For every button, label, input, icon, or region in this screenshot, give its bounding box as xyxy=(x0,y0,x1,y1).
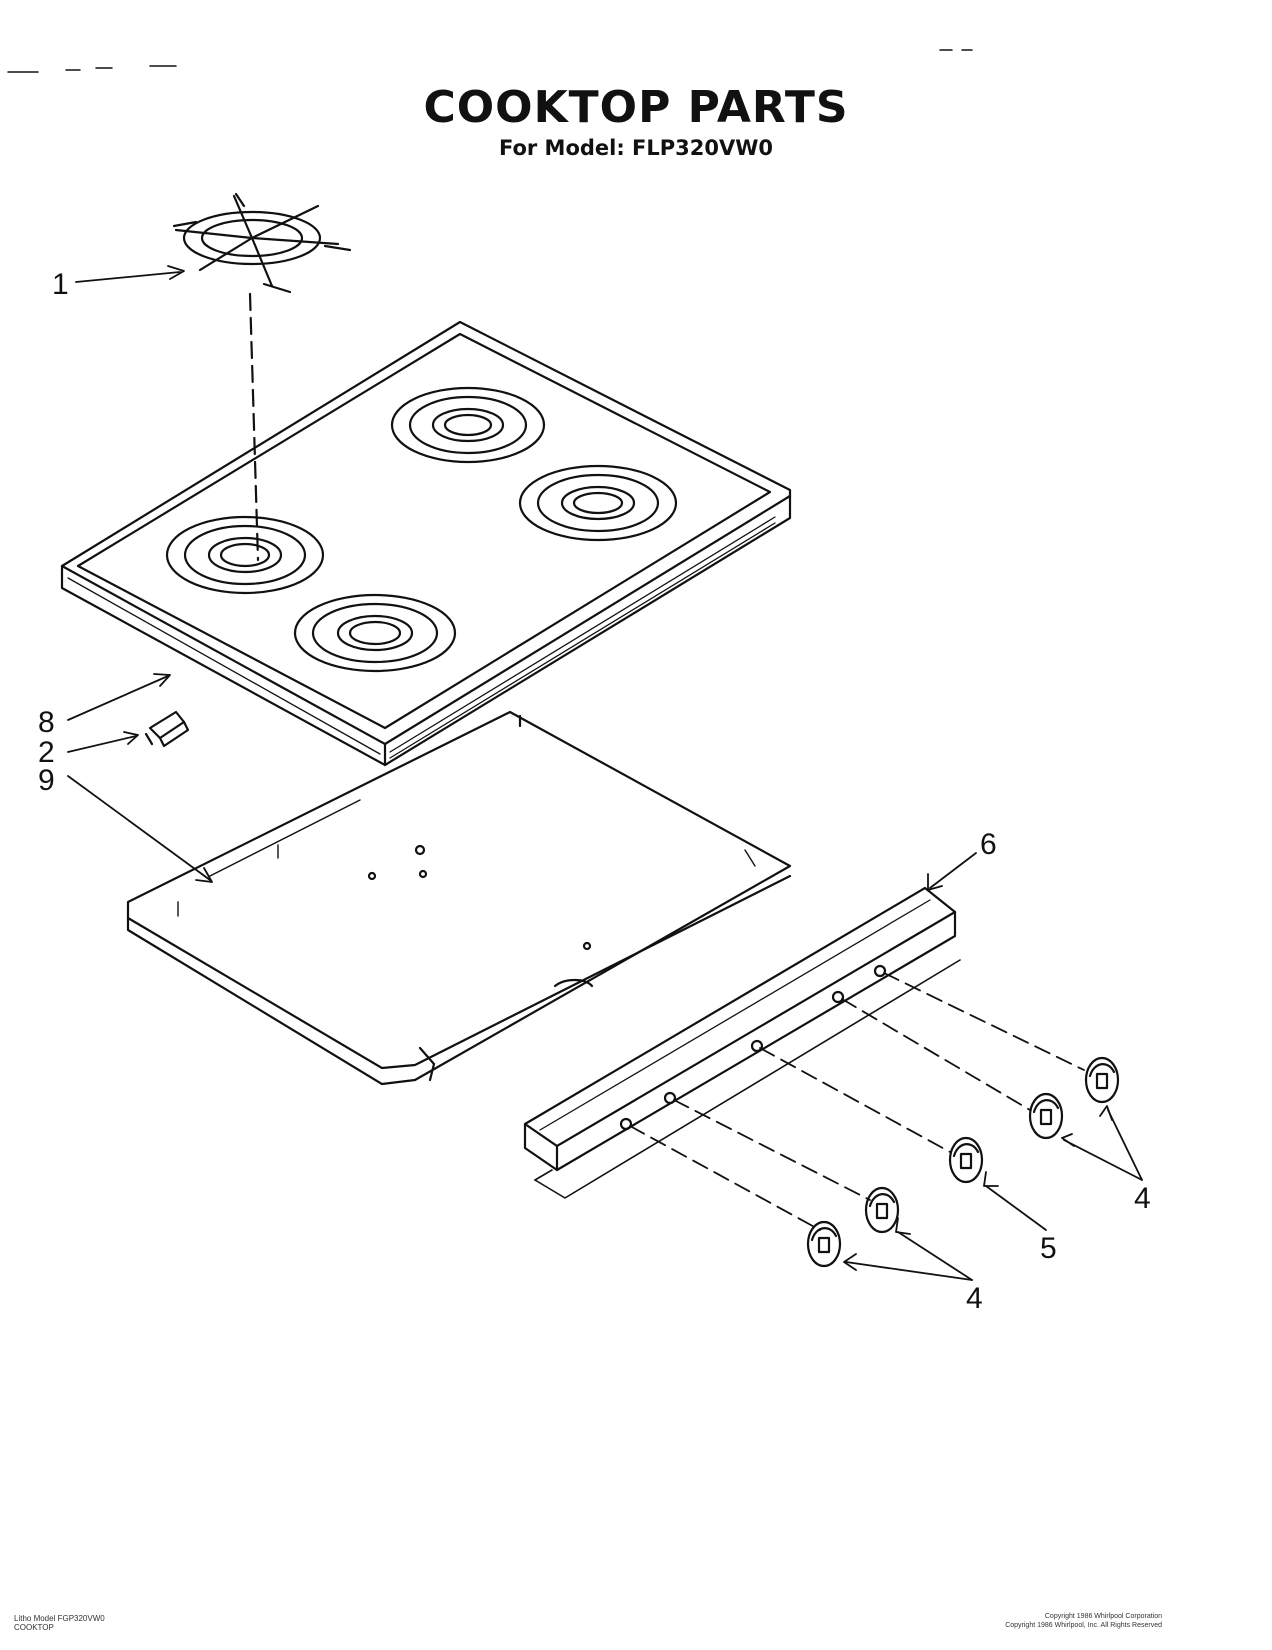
burner-box-part xyxy=(126,710,792,1086)
knob-right-1 xyxy=(1028,1092,1064,1140)
callout-8: 8 xyxy=(38,706,55,739)
callout-4-left: 4 xyxy=(966,1282,983,1315)
footer-right: Copyright 1986 Whirlpool Corporation Cop… xyxy=(1005,1612,1162,1630)
page-title: COOKTOP PARTS xyxy=(423,82,849,133)
callout-5: 5 xyxy=(1040,1232,1057,1265)
burner-front-right xyxy=(518,464,678,542)
burner-front-left xyxy=(293,593,457,673)
footer-left: Litho Model FGP320VW0 COOKTOP xyxy=(14,1614,105,1632)
footer-left-line2: COOKTOP xyxy=(14,1623,54,1632)
grate-alignment-line xyxy=(248,292,260,562)
cooktop-top-part xyxy=(60,320,792,767)
knob-right-2 xyxy=(1084,1056,1120,1104)
scan-marks xyxy=(7,49,973,73)
leader-lines xyxy=(67,265,1143,1281)
callout-6: 6 xyxy=(980,828,997,861)
burner-back-left xyxy=(165,515,325,595)
knob-center xyxy=(948,1136,984,1184)
knob-alignment-lines xyxy=(629,972,1085,1231)
footer-right-line2: Copyright 1986 Whirlpool, Inc. All Right… xyxy=(1005,1622,1162,1629)
model-subtitle: For Model: FLP320VW0 xyxy=(498,136,774,160)
nozzle-part xyxy=(144,710,190,748)
knob-left-1 xyxy=(806,1220,842,1268)
callout-1: 1 xyxy=(52,268,69,301)
callout-numbers: 1 8 2 9 6 4 5 4 xyxy=(38,268,1151,1315)
footer-right-line1: Copyright 1986 Whirlpool Corporation xyxy=(1044,1613,1162,1620)
grate-part xyxy=(172,192,352,294)
callout-4-right: 4 xyxy=(1134,1182,1151,1215)
footer-left-line1: Litho Model FGP320VW0 xyxy=(14,1614,105,1623)
callout-2: 2 xyxy=(38,736,55,769)
callout-9: 9 xyxy=(38,764,55,797)
burner-back-right xyxy=(390,386,546,464)
knob-left-2 xyxy=(864,1186,900,1234)
manifold-panel-part xyxy=(523,886,961,1199)
